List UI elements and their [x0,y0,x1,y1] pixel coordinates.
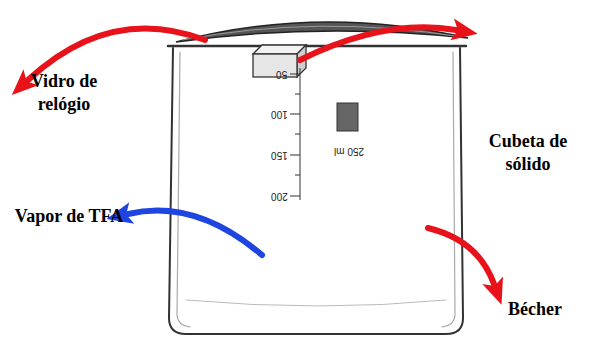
callout-arrows [28,27,494,284]
beaker-outline [168,46,466,334]
part-label: Vapor de TFA [14,205,124,228]
graduation-number: 50 [276,69,287,79]
graduation-ticks [290,68,300,200]
part-label: Cubeta de sólido [468,130,588,177]
graduation-number: 200 [271,191,288,201]
volume-label: 250 ml [334,146,364,156]
part-label: Bécher [490,298,580,321]
graduation-number: 100 [271,109,288,119]
part-label: Vidro de relógio [8,70,120,117]
label-patch [337,103,358,131]
graduation-number: 150 [271,150,288,160]
